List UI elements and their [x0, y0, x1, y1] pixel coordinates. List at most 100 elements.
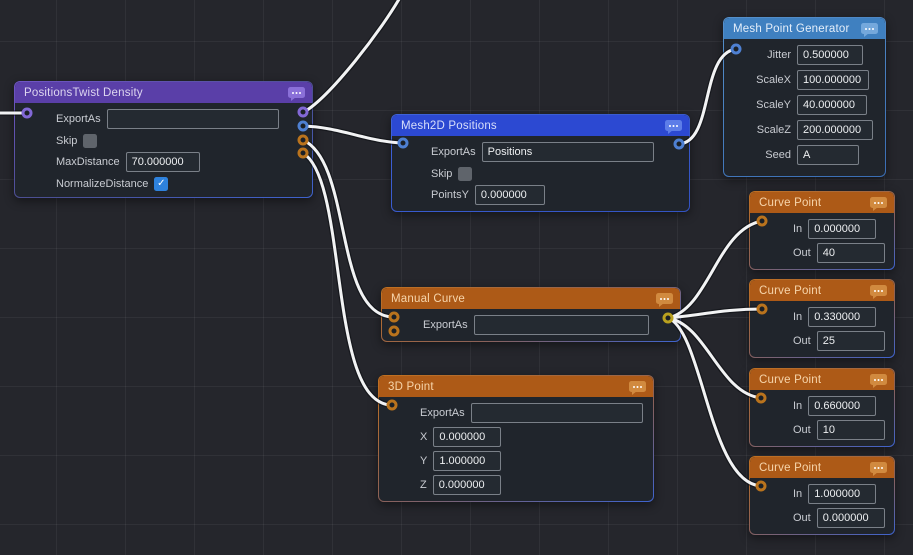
field-row: X [420, 427, 643, 447]
field-label: ScaleX [756, 74, 791, 86]
export-as-input[interactable] [470, 403, 643, 423]
node-title: Curve Point [759, 461, 822, 474]
field-label: ScaleY [756, 99, 791, 111]
port-manual-curve-input-2[interactable] [388, 325, 400, 337]
node-curve-point-4: Curve Point In Out [749, 456, 895, 535]
export-as-input[interactable] [473, 315, 649, 335]
comment-bubble-icon[interactable] [870, 462, 887, 476]
field-label: PointsY [431, 189, 469, 201]
field-label: X [420, 431, 428, 443]
node-title: Curve Point [759, 373, 822, 386]
node-manual-curve: Manual Curve ExportAs [381, 287, 681, 342]
in-input[interactable] [808, 484, 877, 504]
port-ptd-output-4[interactable] [297, 147, 309, 159]
node-curve-point-1: Curve Point In Out [749, 191, 895, 270]
port-ptd-input[interactable] [21, 107, 33, 119]
node-header[interactable]: Mesh Point Generator [724, 18, 885, 39]
comment-bubble-icon[interactable] [870, 197, 887, 211]
port-ptd-output-1[interactable] [297, 106, 309, 118]
field-row: Seed [734, 145, 875, 165]
port-manual-curve-input-1[interactable] [388, 311, 400, 323]
node-title: PositionsTwist Density [24, 86, 143, 99]
field-row: NormalizeDistance [56, 176, 302, 191]
in-input[interactable] [808, 307, 877, 327]
seed-input[interactable] [797, 145, 859, 165]
field-label: Out [793, 512, 811, 524]
field-label: ExportAs [56, 113, 101, 125]
node-header[interactable]: 3D Point [379, 376, 653, 397]
in-input[interactable] [808, 396, 877, 416]
port-curve-point-2-input[interactable] [756, 303, 768, 315]
field-row: ScaleX [734, 70, 875, 90]
node-mesh2d-positions: Mesh2D Positions ExportAs Skip PointsY [391, 114, 690, 212]
out-input[interactable] [816, 508, 885, 528]
port-3d-point-input[interactable] [386, 399, 398, 411]
field-label: In [793, 488, 803, 500]
in-input[interactable] [808, 219, 877, 239]
field-label: Y [420, 455, 428, 467]
node-curve-point-2: Curve Point In Out [749, 279, 895, 358]
comment-bubble-icon[interactable] [629, 381, 646, 395]
field-label: In [793, 223, 803, 235]
points-y-input[interactable] [474, 185, 545, 205]
out-input[interactable] [816, 420, 885, 440]
port-mpg-input[interactable] [730, 43, 742, 55]
node-header[interactable]: Mesh2D Positions [392, 115, 689, 136]
port-mesh2d-output[interactable] [673, 138, 685, 150]
field-row: ExportAs [420, 403, 643, 423]
skip-checkbox[interactable] [83, 133, 98, 148]
comment-bubble-icon[interactable] [656, 293, 673, 307]
field-label: MaxDistance [56, 156, 120, 168]
out-input[interactable] [816, 331, 885, 351]
field-label: Skip [431, 167, 453, 180]
field-row: Out [793, 508, 885, 528]
jitter-input[interactable] [797, 45, 863, 65]
export-as-input[interactable] [481, 142, 654, 162]
field-row: In [793, 396, 884, 416]
y-input[interactable] [433, 451, 502, 471]
out-input[interactable] [816, 243, 885, 263]
node-header[interactable]: Curve Point [750, 369, 894, 390]
field-row: Y [420, 451, 643, 471]
scale-y-input[interactable] [797, 95, 867, 115]
node-header[interactable]: PositionsTwist Density [15, 82, 312, 103]
port-ptd-output-3[interactable] [297, 134, 309, 146]
field-row: ExportAs [431, 142, 679, 162]
scale-x-input[interactable] [797, 70, 869, 90]
field-label: ScaleZ [756, 124, 791, 136]
normalize-distance-checkbox[interactable] [154, 176, 169, 191]
scale-z-input[interactable] [797, 120, 873, 140]
port-ptd-output-2[interactable] [297, 120, 309, 132]
port-mesh2d-input[interactable] [397, 137, 409, 149]
field-row: PointsY [431, 185, 679, 205]
comment-bubble-icon[interactable] [870, 285, 887, 299]
skip-checkbox[interactable] [458, 166, 473, 181]
node-title: Mesh2D Positions [401, 119, 497, 132]
comment-bubble-icon[interactable] [870, 374, 887, 388]
node-title: Mesh Point Generator [733, 22, 850, 35]
x-input[interactable] [433, 427, 502, 447]
node-header[interactable]: Curve Point [750, 280, 894, 301]
field-label: Seed [765, 149, 791, 161]
port-curve-point-3-input[interactable] [755, 392, 767, 404]
node-curve-point-3: Curve Point In Out [749, 368, 895, 447]
export-as-input[interactable] [106, 109, 279, 129]
z-input[interactable] [432, 475, 501, 495]
node-header[interactable]: Curve Point [750, 192, 894, 213]
field-label: ExportAs [420, 407, 465, 419]
node-title: Curve Point [759, 196, 822, 209]
port-curve-point-1-input[interactable] [756, 215, 768, 227]
comment-bubble-icon[interactable] [861, 23, 878, 37]
node-header[interactable]: Manual Curve [382, 288, 680, 309]
max-distance-input[interactable] [125, 152, 200, 172]
field-row: ScaleY [734, 95, 875, 115]
node-header[interactable]: Curve Point [750, 457, 894, 478]
field-label: Z [420, 479, 427, 491]
field-row: ScaleZ [734, 120, 875, 140]
port-curve-point-4-input[interactable] [755, 480, 767, 492]
port-manual-curve-output[interactable] [662, 312, 674, 324]
field-label: Out [793, 424, 811, 436]
comment-bubble-icon[interactable] [665, 120, 682, 134]
comment-bubble-icon[interactable] [288, 87, 305, 101]
